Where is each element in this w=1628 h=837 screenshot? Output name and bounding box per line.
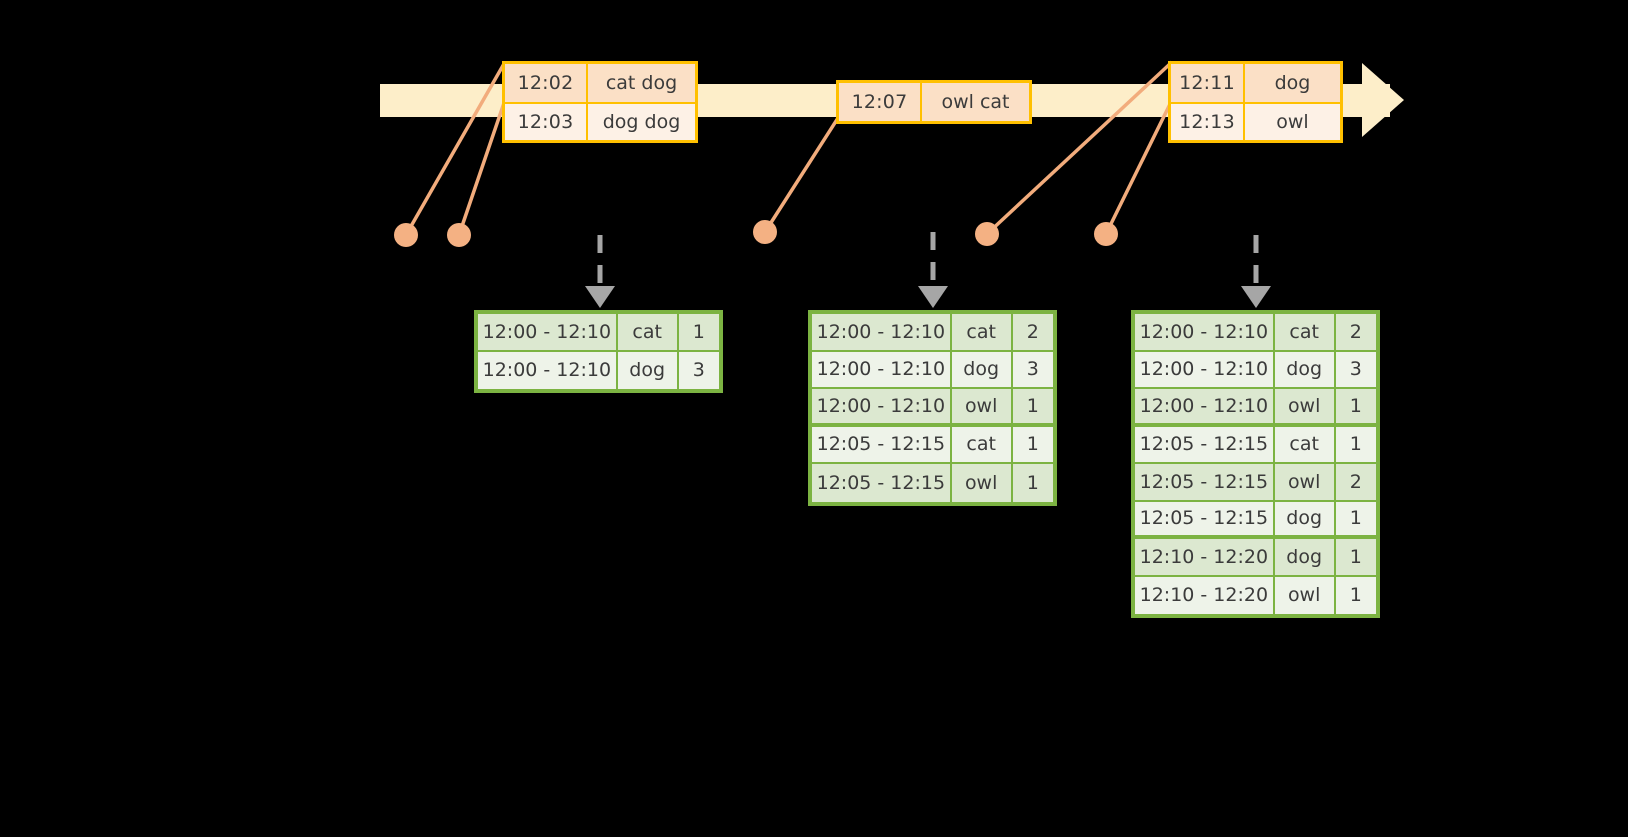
- word-cell: owl: [1274, 464, 1336, 502]
- window-cell: 12:10 - 12:20: [1135, 539, 1275, 577]
- event-dot-1202: [394, 223, 418, 247]
- word-cell: owl: [951, 464, 1013, 502]
- count-cell: 1: [678, 314, 719, 352]
- timeline-arrowhead-icon: [1362, 63, 1404, 137]
- window-cell: 12:05 - 12:15: [1135, 501, 1275, 539]
- event-row: 12:03 dog dog: [505, 102, 695, 140]
- count-cell: 2: [1335, 314, 1376, 352]
- emit-arrow-1-head-icon: [585, 286, 615, 308]
- count-cell: 1: [1012, 389, 1053, 427]
- word-cell: cat: [1274, 426, 1336, 464]
- leader-line-1213: [1104, 99, 1174, 235]
- event-time: 12:03: [505, 104, 588, 140]
- count-cell: 3: [1012, 351, 1053, 389]
- window-cell: 12:05 - 12:15: [812, 426, 952, 464]
- window-cell: 12:00 - 12:10: [812, 314, 952, 352]
- emit-arrow-2-head-icon: [918, 286, 948, 308]
- word-cell: cat: [617, 314, 679, 352]
- event-dot-1211: [975, 222, 999, 246]
- event-box-group-2[interactable]: 12:11 dog 12:13 owl: [1168, 61, 1343, 143]
- window-cell: 12:00 - 12:10: [478, 314, 618, 352]
- window-cell: 12:00 - 12:10: [812, 351, 952, 389]
- word-cell: cat: [951, 426, 1013, 464]
- word-cell: dog: [1274, 501, 1336, 539]
- event-dot-1207: [753, 220, 777, 244]
- word-cell: dog: [951, 351, 1013, 389]
- window-cell: 12:05 - 12:15: [1135, 464, 1275, 502]
- event-dot-1213: [1094, 222, 1118, 246]
- window-cell: 12:00 - 12:10: [1135, 351, 1275, 389]
- word-cell: owl: [951, 389, 1013, 427]
- event-words: owl: [1245, 104, 1340, 140]
- event-time: 12:11: [1171, 64, 1245, 102]
- event-words: dog: [1245, 64, 1340, 102]
- count-cell: 1: [1335, 539, 1376, 577]
- count-cell: 2: [1012, 314, 1053, 352]
- event-time: 12:13: [1171, 104, 1245, 140]
- word-cell: dog: [617, 351, 679, 389]
- count-cell: 1: [1335, 389, 1376, 427]
- count-cell: 1: [1012, 464, 1053, 502]
- word-cell: owl: [1274, 389, 1336, 427]
- window-cell: 12:05 - 12:15: [812, 464, 952, 502]
- word-cell: cat: [951, 314, 1013, 352]
- event-row: 12:11 dog: [1171, 64, 1340, 102]
- window-cell: 12:10 - 12:20: [1135, 576, 1275, 614]
- emit-arrow-3-head-icon: [1241, 286, 1271, 308]
- count-cell: 2: [1335, 464, 1376, 502]
- window-cell: 12:00 - 12:10: [478, 351, 618, 389]
- window-cell: 12:00 - 12:10: [812, 389, 952, 427]
- count-cell: 3: [678, 351, 719, 389]
- event-time: 12:07: [839, 83, 922, 121]
- word-cell: dog: [1274, 351, 1336, 389]
- event-row: 12:02 cat dog: [505, 64, 695, 102]
- event-time: 12:02: [505, 64, 588, 102]
- event-words: dog dog: [588, 104, 695, 140]
- event-row: 12:13 owl: [1171, 102, 1340, 140]
- count-cell: 3: [1335, 351, 1376, 389]
- leader-dots-group: [394, 220, 1118, 247]
- window-cell: 12:00 - 12:10: [1135, 389, 1275, 427]
- word-cell: cat: [1274, 314, 1336, 352]
- event-words: owl cat: [922, 83, 1029, 121]
- emit-arrows-group: [585, 232, 1271, 308]
- event-box-group-1[interactable]: 12:07 owl cat: [836, 80, 1032, 124]
- event-words: cat dog: [588, 64, 695, 102]
- count-cell: 1: [1335, 576, 1376, 614]
- event-row: 12:07 owl cat: [839, 83, 1029, 121]
- window-cell: 12:00 - 12:10: [1135, 314, 1275, 352]
- count-cell: 1: [1012, 426, 1053, 464]
- word-cell: dog: [1274, 539, 1336, 577]
- event-dot-1203: [447, 223, 471, 247]
- leader-line-1203: [457, 99, 507, 236]
- count-cell: 1: [1335, 501, 1376, 539]
- event-box-group-0[interactable]: 12:02 cat dog 12:03 dog dog: [502, 61, 698, 143]
- window-cell: 12:05 - 12:15: [1135, 426, 1275, 464]
- leader-line-1207: [763, 117, 840, 233]
- word-cell: owl: [1274, 576, 1336, 614]
- count-cell: 1: [1335, 426, 1376, 464]
